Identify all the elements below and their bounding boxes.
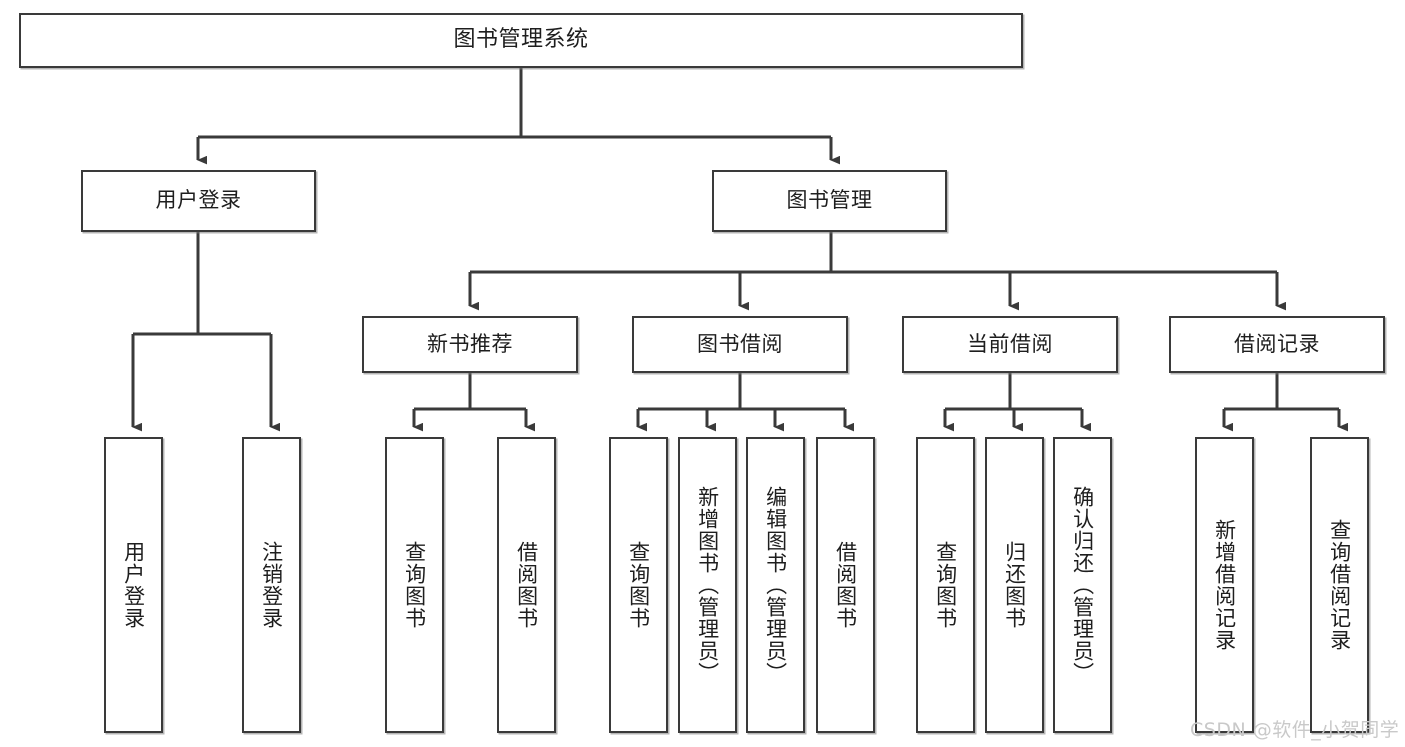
leaf-add-book-admin[interactable]: 新增图书（管理员） (678, 437, 737, 733)
leaf-add-borrow-record[interactable]: 新增借阅记录 (1195, 437, 1254, 733)
node-label: 用户登录 (121, 541, 146, 629)
node-book-management[interactable]: 图书管理 (712, 170, 947, 232)
node-label: 用户登录 (155, 188, 242, 213)
leaf-search-borrow-record[interactable]: 查询借阅记录 (1310, 437, 1369, 733)
leaf-logout[interactable]: 注销登录 (242, 437, 301, 733)
node-label: 查询图书 (402, 541, 427, 629)
leaf-borrow-book[interactable]: 借阅图书 (816, 437, 875, 733)
node-borrow-record[interactable]: 借阅记录 (1169, 316, 1385, 373)
node-label: 图书借阅 (697, 331, 783, 356)
leaf-search-book-current[interactable]: 查询图书 (916, 437, 975, 733)
node-label: 借阅图书 (833, 541, 858, 629)
node-label: 查询图书 (626, 541, 651, 629)
node-label: 查询借阅记录 (1327, 519, 1352, 651)
node-new-book-recommend[interactable]: 新书推荐 (362, 316, 578, 373)
node-label: 查询图书 (933, 541, 958, 629)
leaf-search-book-recommend[interactable]: 查询图书 (385, 437, 444, 733)
node-book-borrow[interactable]: 图书借阅 (632, 316, 848, 373)
node-label: 新书推荐 (427, 331, 513, 356)
node-label: 归还图书 (1002, 541, 1027, 629)
node-user-login[interactable]: 用户登录 (81, 170, 316, 232)
leaf-edit-book-admin[interactable]: 编辑图书（管理员） (746, 437, 805, 733)
node-label: 图书管理系统 (453, 27, 589, 53)
node-label: 确认归还（管理员） (1070, 486, 1095, 684)
leaf-confirm-return-admin[interactable]: 确认归还（管理员） (1053, 437, 1112, 733)
leaf-search-book-borrow[interactable]: 查询图书 (609, 437, 668, 733)
leaf-borrow-book-recommend[interactable]: 借阅图书 (497, 437, 556, 733)
node-label: 图书管理 (786, 188, 873, 213)
node-label: 当前借阅 (967, 331, 1053, 356)
node-label: 新增图书（管理员） (695, 486, 720, 684)
node-current-borrow[interactable]: 当前借阅 (902, 316, 1118, 373)
csdn-watermark: CSDN @软件_小贺同学 (1190, 719, 1400, 741)
leaf-user-login[interactable]: 用户登录 (104, 437, 163, 733)
node-label: 编辑图书（管理员） (763, 486, 788, 684)
node-label: 注销登录 (259, 541, 284, 629)
node-label: 借阅记录 (1234, 331, 1320, 356)
node-root-system[interactable]: 图书管理系统 (19, 13, 1023, 68)
leaf-return-book[interactable]: 归还图书 (985, 437, 1044, 733)
node-label: 新增借阅记录 (1212, 519, 1237, 651)
node-label: 借阅图书 (514, 541, 539, 629)
